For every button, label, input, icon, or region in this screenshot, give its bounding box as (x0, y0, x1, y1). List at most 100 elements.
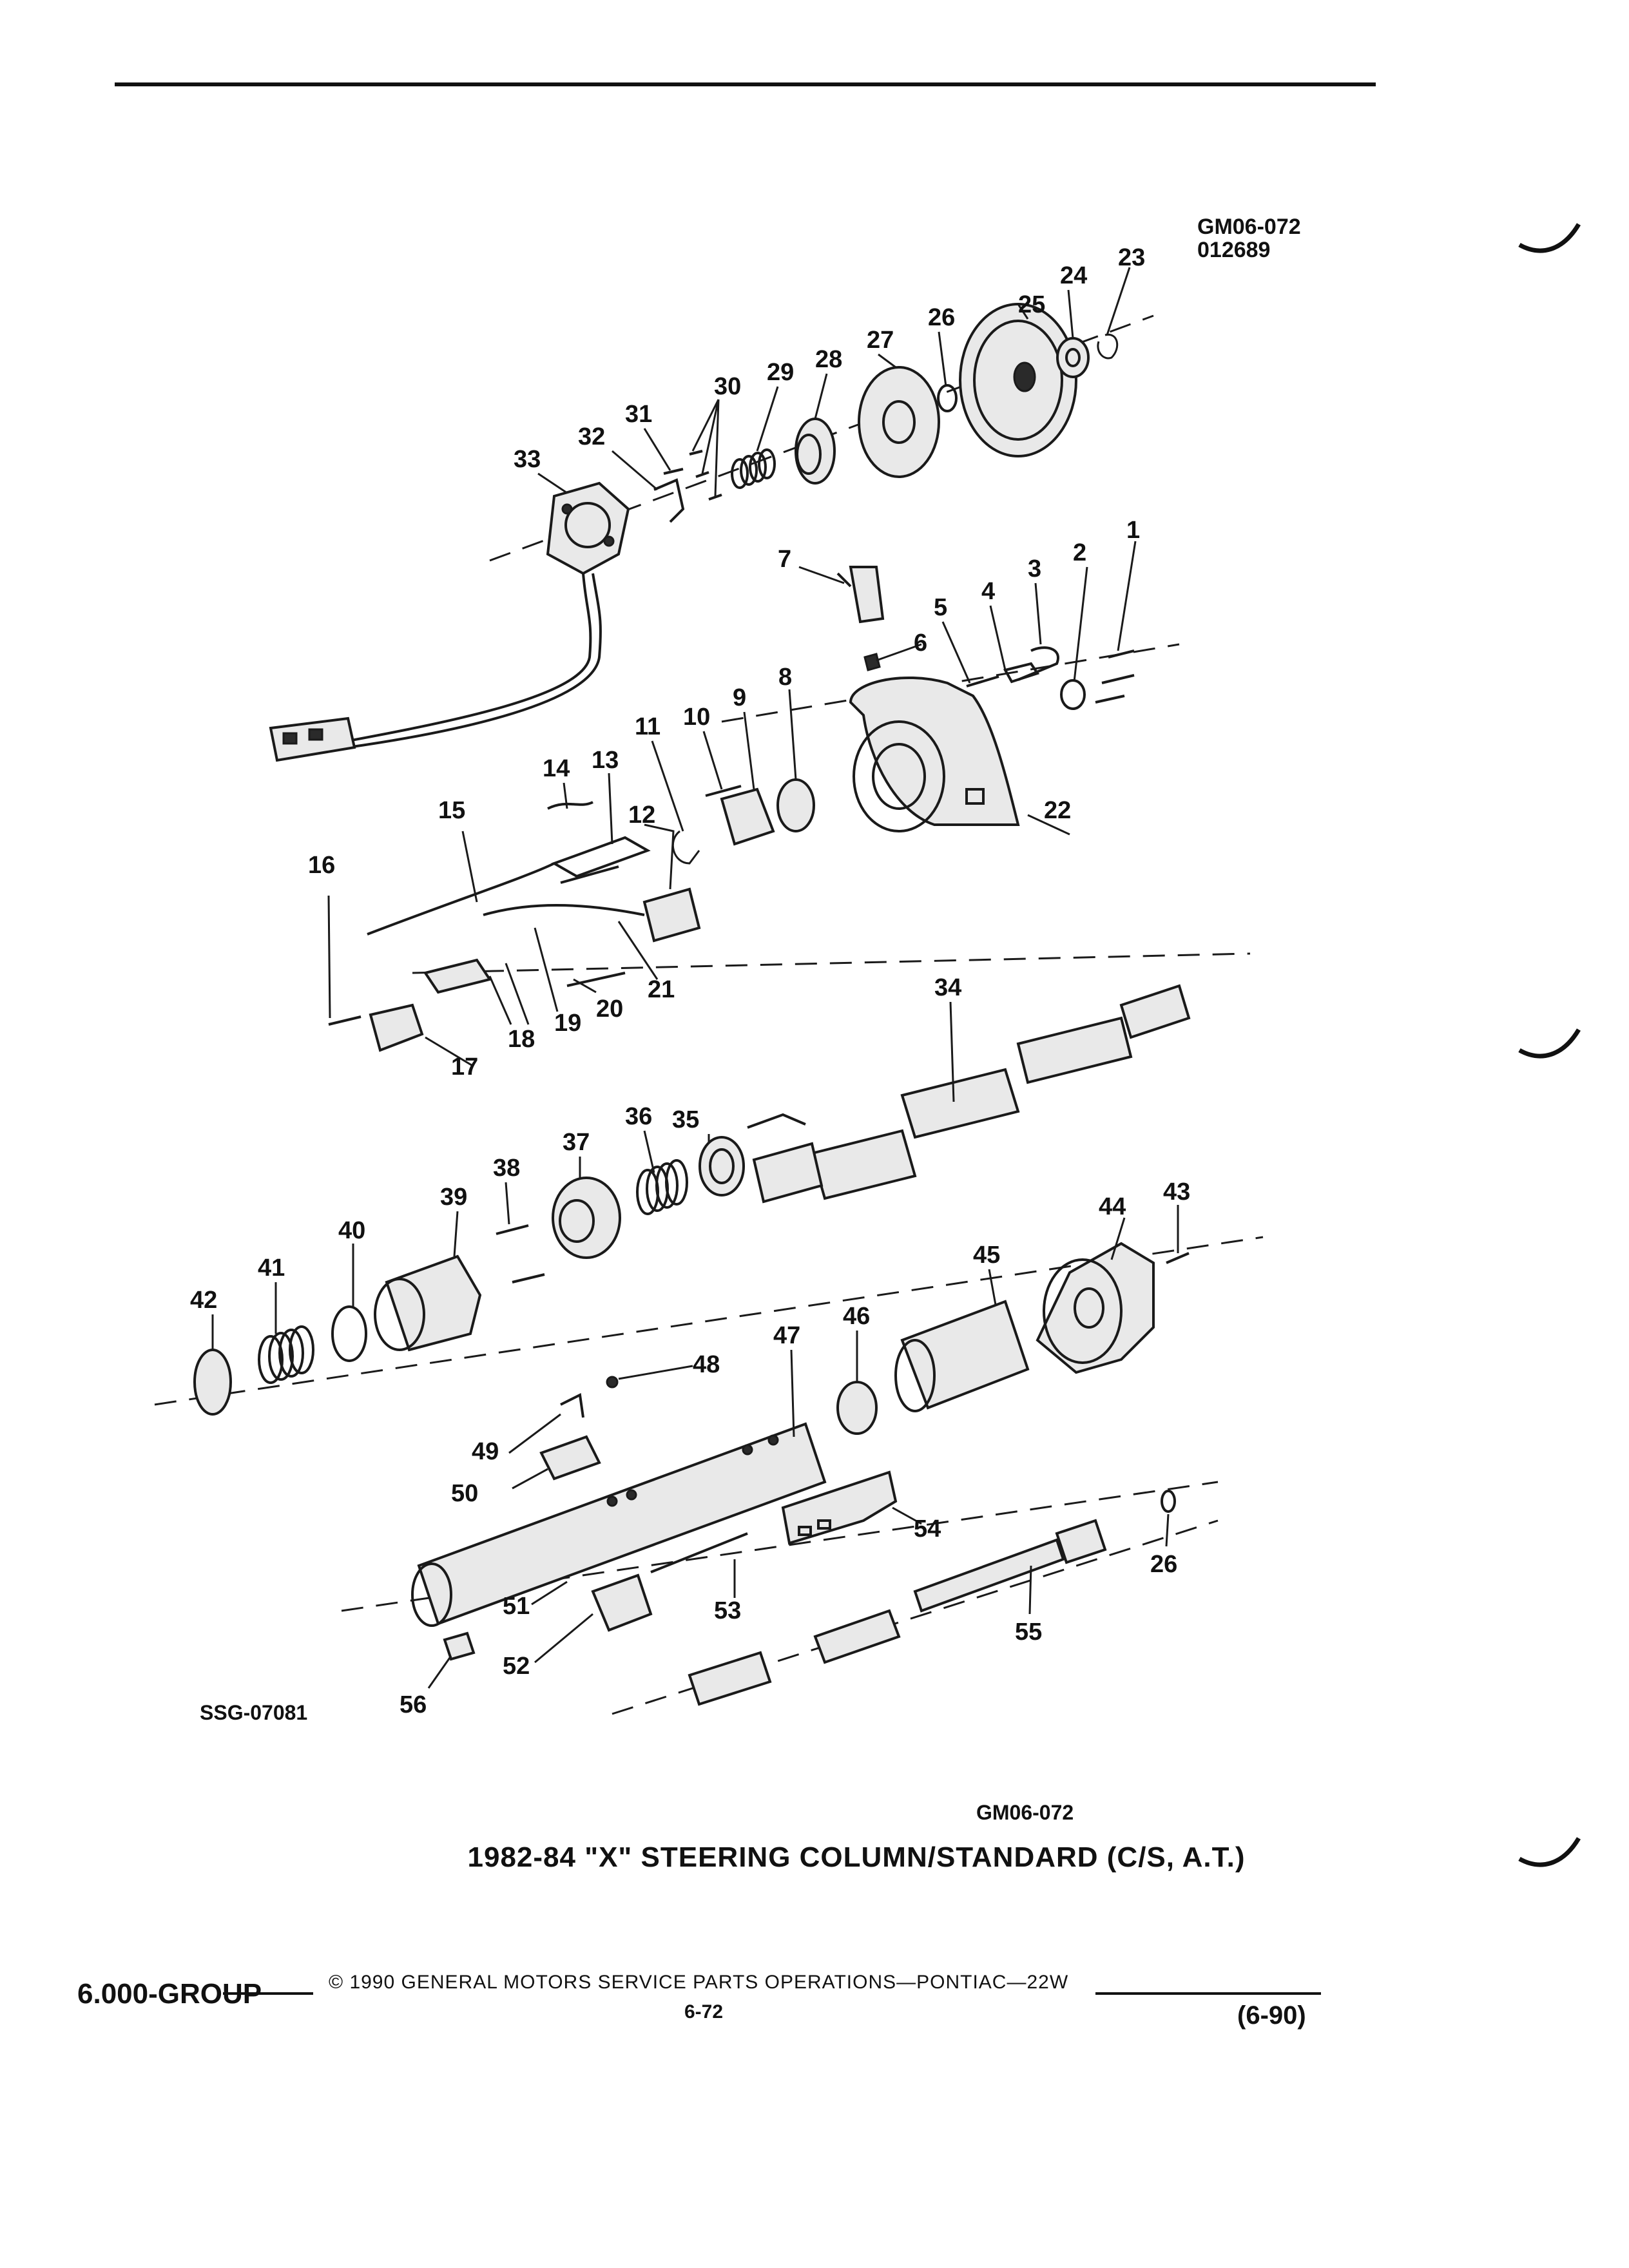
part-37-bearing-housing (552, 1177, 621, 1259)
figure-code: GM06-072 (1197, 215, 1301, 239)
part-56 (443, 1631, 476, 1661)
callout-32: 32 (578, 423, 605, 450)
callout-11: 11 (635, 713, 660, 740)
callout-6: 6 (914, 629, 927, 657)
part-28-cam (795, 418, 836, 485)
part-31 (663, 468, 684, 475)
part-4 (1003, 662, 1040, 684)
upper-parts (269, 303, 1119, 762)
figure-code-bottom: GM06-072 (976, 1801, 1074, 1824)
callout-26: 26 (928, 304, 955, 331)
part-30-screws (689, 450, 722, 501)
part-23-ring (1097, 333, 1119, 360)
callout-16: 16 (308, 852, 335, 879)
part-36-spring (636, 1159, 688, 1215)
footer-page-number: 6-72 (684, 2001, 724, 2023)
callout-37: 37 (563, 1129, 590, 1156)
part-40-ring (331, 1305, 367, 1362)
callout-24: 24 (1060, 262, 1087, 289)
part-2-washer (1060, 679, 1086, 710)
callout-23: 23 (1118, 244, 1145, 271)
callout-2: 2 (1073, 539, 1086, 566)
callout-44: 44 (1099, 1193, 1126, 1220)
callout-4: 4 (981, 578, 995, 605)
mid-parts (193, 1136, 1190, 1435)
lower-axis (154, 1236, 1264, 1406)
part-42-washer (193, 1349, 232, 1416)
part-55-sleeve (688, 1651, 772, 1706)
part-53-rod (650, 1532, 748, 1573)
callout-48: 48 (693, 1351, 720, 1378)
lock-housing-axis (721, 643, 1180, 723)
part-41-spring (258, 1325, 314, 1384)
callouts: 1 2 3 4 5 6 7 8 9 10 11 12 13 14 15 16 1… (190, 244, 1190, 1718)
part-7-switch (836, 566, 885, 624)
part-13-rod (560, 865, 619, 884)
part-17-cover (369, 1003, 424, 1052)
callout-27: 27 (867, 327, 894, 354)
part-38b-screw (512, 1273, 545, 1283)
turn-signal-switch (269, 481, 630, 762)
callout-49: 49 (472, 1438, 499, 1465)
leader-lines (211, 267, 1179, 1689)
part-38-screw (496, 1224, 529, 1235)
callout-40: 40 (338, 1217, 365, 1244)
part-9-sector (720, 787, 775, 846)
callout-13: 13 (592, 747, 619, 774)
callout-50: 50 (451, 1480, 478, 1507)
callout-22: 22 (1044, 797, 1071, 824)
callout-54: 54 (914, 1515, 941, 1542)
callout-10: 10 (683, 704, 710, 731)
part-15-rod (367, 862, 555, 936)
footer-rule-right (1095, 1992, 1321, 1995)
part-10-clip (705, 785, 742, 797)
callout-14: 14 (543, 755, 570, 782)
part-26-ring (937, 384, 958, 412)
callout-33: 33 (514, 446, 541, 473)
part-1b (1101, 674, 1135, 684)
callout-34: 34 (934, 974, 961, 1001)
callout-56: 56 (400, 1691, 427, 1718)
part-55-lower (813, 1609, 901, 1664)
part-5 (966, 675, 999, 687)
callout-45: 45 (973, 1242, 1000, 1269)
footer-rule-left (223, 1992, 313, 1995)
part-55-shaft (913, 1538, 1065, 1613)
part-45-sleeve (894, 1300, 1030, 1412)
source-code: SSG-07081 (200, 1701, 308, 1724)
callout-41: 41 (258, 1254, 285, 1282)
callout-55: 55 (1015, 1619, 1042, 1646)
part-8-bearing (776, 778, 815, 832)
part-51-52-lever (591, 1573, 653, 1632)
part-16-screw (328, 1015, 361, 1026)
binder-mark-middle (1518, 1028, 1581, 1059)
callout-3: 3 (1028, 555, 1041, 582)
part-34-shaft (747, 984, 1191, 1204)
part-12-rack (551, 836, 651, 878)
callout-17: 17 (451, 1053, 478, 1081)
part-11-retainer (671, 830, 700, 865)
part-47-jacket (417, 1422, 827, 1626)
callout-53: 53 (714, 1597, 741, 1624)
callout-20: 20 (596, 995, 623, 1023)
part-1c (1095, 695, 1125, 704)
part-14-spring (547, 801, 593, 810)
part-18-switch (423, 958, 492, 994)
footer-group: 6.000-GROUP (77, 1978, 262, 2010)
part-21-housing (642, 887, 701, 943)
part-25-cover (959, 303, 1077, 457)
part-6 (863, 653, 881, 671)
callout-35: 35 (672, 1106, 699, 1133)
callout-1: 1 (1126, 517, 1140, 544)
part-29-spring (731, 448, 776, 489)
binder-mark-top (1518, 223, 1581, 253)
part-43-spring (1166, 1252, 1190, 1264)
callout-28: 28 (815, 346, 842, 373)
part-22-housing (849, 676, 1020, 832)
callout-36: 36 (625, 1103, 652, 1130)
callout-47: 47 (773, 1322, 800, 1349)
part-26-ring-lower (1161, 1490, 1176, 1513)
lock-housing-parts (328, 566, 1135, 1052)
part-48 (606, 1376, 619, 1389)
